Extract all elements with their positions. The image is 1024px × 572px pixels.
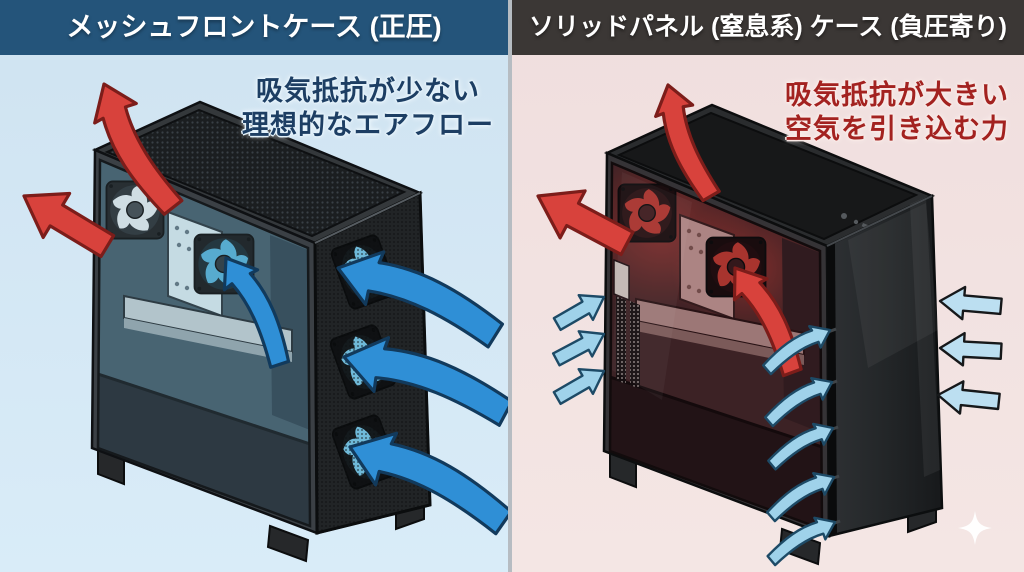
case-front-solid xyxy=(825,194,944,538)
right-panel: ソリッドパネル (窒息系) ケース (負圧寄り) 吸気抵抗が大きい 空気を引き込… xyxy=(512,0,1024,572)
front-fan-3 xyxy=(331,414,399,490)
pci-leak-arrow-1 xyxy=(549,283,613,338)
bezel-leak-arrow-1 xyxy=(755,319,838,377)
rear-exhaust-fan xyxy=(106,181,163,238)
cpu-fan xyxy=(707,238,766,297)
sparkle-icon xyxy=(958,511,992,545)
left-panel: メッシュフロントケース (正圧) 吸気抵抗が少ない 理想的なエアフロー xyxy=(0,0,508,572)
front-intake-arrow-3 xyxy=(336,420,508,538)
internal-airflow-arrow xyxy=(199,245,316,374)
right-annotation-line2: 空気を引き込む力 xyxy=(785,114,1009,144)
left-header-banner: メッシュフロントケース (正圧) xyxy=(0,0,508,55)
left-header-label: メッシュフロントケース (正圧) xyxy=(66,12,442,42)
front-bezel-gap xyxy=(827,242,837,536)
case-side-frame xyxy=(602,151,831,538)
internal-recirculation-arrow xyxy=(709,255,827,382)
bezel-leak-arrow-5 xyxy=(760,511,843,568)
front-intake-arrow-2 xyxy=(335,330,508,429)
rear-exhaust-arrow xyxy=(11,174,121,268)
left-annotation: 吸気抵抗が少ない 理想的なエアフロー xyxy=(226,74,508,142)
cpu-fan xyxy=(195,235,254,294)
gpu xyxy=(123,294,293,354)
bezel-slits xyxy=(829,327,841,525)
front-intake-arrow-1 xyxy=(326,241,508,351)
front-fan-2 xyxy=(329,324,397,400)
rear-exhaust-arrow xyxy=(526,173,640,267)
gpu xyxy=(635,297,805,357)
front-fan-1 xyxy=(330,234,398,310)
pci-bracket-blank xyxy=(613,258,630,302)
outer-intake-arrow-3 xyxy=(935,377,1002,419)
bezel-leak-arrow-2 xyxy=(757,371,840,429)
case-interior xyxy=(610,163,822,529)
cooler-screws xyxy=(174,225,192,291)
cpu-cooler xyxy=(679,213,735,321)
case-side-frame xyxy=(90,148,319,535)
psu-shroud xyxy=(610,377,822,529)
case-front-mesh xyxy=(313,190,432,535)
cooler-screws xyxy=(686,228,704,294)
rear-exhaust-fan xyxy=(618,184,675,241)
case-feet xyxy=(97,446,425,563)
pci-vent-2 xyxy=(630,301,640,389)
top-exhaust-arrow xyxy=(82,70,186,228)
panel-divider xyxy=(508,0,512,572)
pci-leak-arrow-2 xyxy=(548,320,612,373)
psu-shroud xyxy=(98,374,310,526)
outer-intake-arrow-2 xyxy=(938,330,1003,369)
pci-leak-arrow-3 xyxy=(549,357,613,412)
bezel-leak-arrow-4 xyxy=(759,466,842,524)
case-feet xyxy=(609,449,937,566)
right-header-label: ソリッドパネル (窒息系) ケース (負圧寄り) xyxy=(529,13,1007,41)
cpu-cooler xyxy=(167,210,223,318)
outer-intake-arrow-1 xyxy=(937,283,1004,324)
right-header-banner: ソリッドパネル (窒息系) ケース (負圧寄り) xyxy=(512,0,1024,55)
left-annotation-line1: 吸気抵抗が少ない xyxy=(256,76,480,106)
front-io-ports xyxy=(841,213,873,231)
case-interior xyxy=(98,160,310,526)
left-annotation-line2: 理想的なエアフロー xyxy=(242,110,494,140)
glass-panel-edge xyxy=(608,161,824,531)
right-annotation: 吸気抵抗が大きい 空気を引き込む力 xyxy=(755,78,1024,146)
right-annotation-line1: 吸気抵抗が大きい xyxy=(785,80,1009,110)
glass-panel-edge xyxy=(96,158,312,528)
bezel-leak-arrow-3 xyxy=(761,417,841,472)
pci-vent-1 xyxy=(616,296,626,384)
top-exhaust-arrow xyxy=(649,78,722,208)
